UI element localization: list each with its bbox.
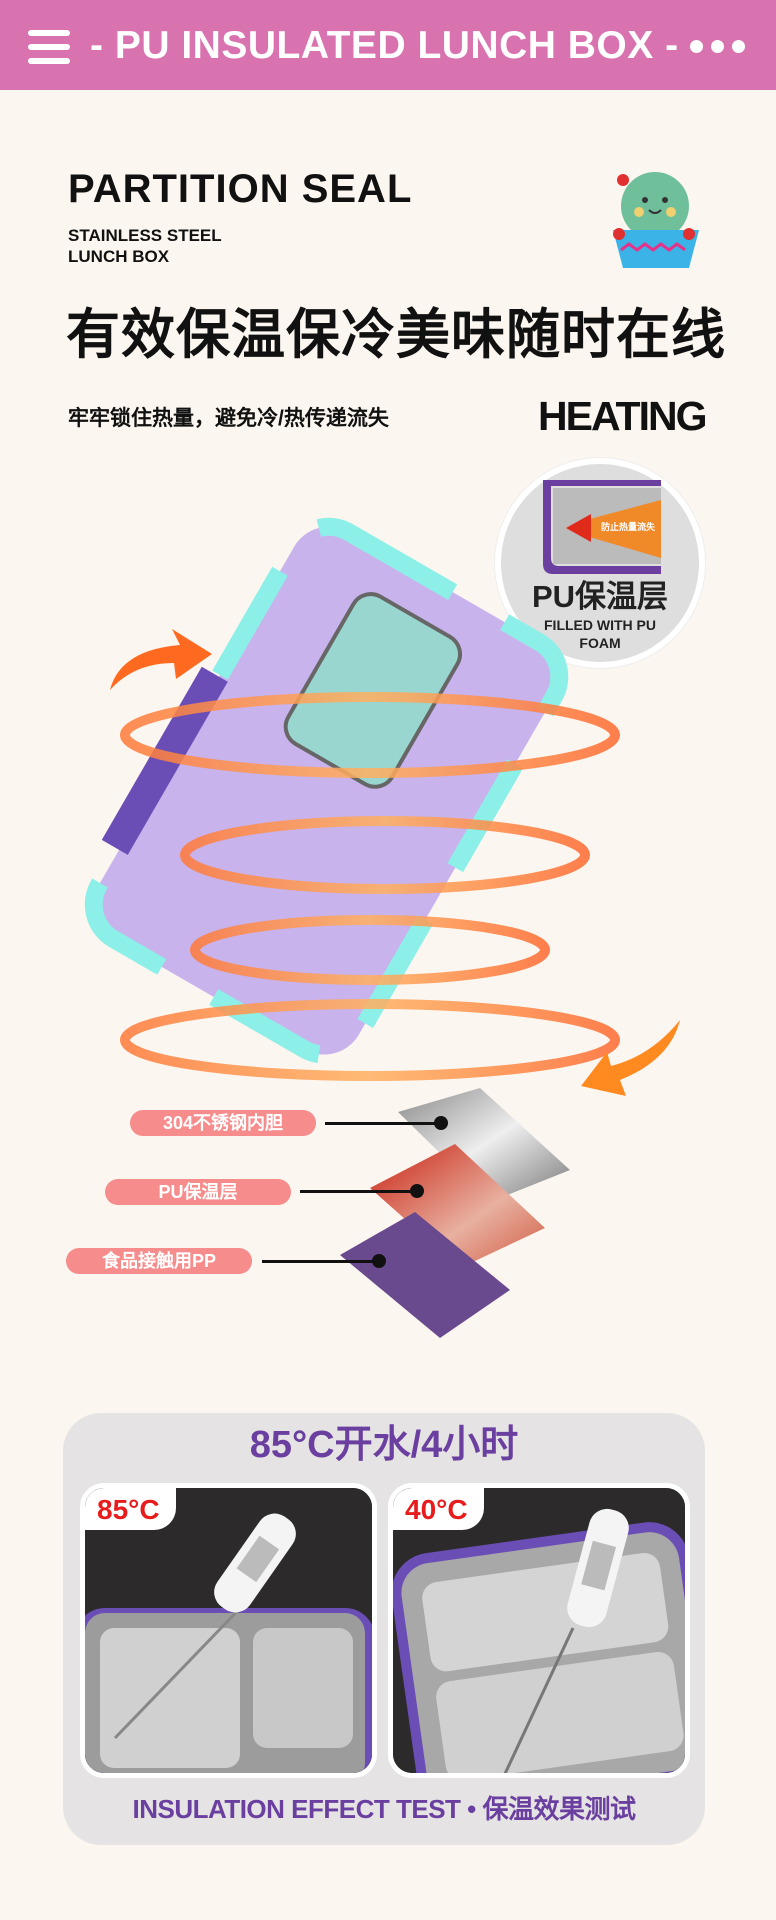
heating-label: HEATING — [538, 393, 707, 439]
test-caption: INSULATION EFFECT TEST • 保温效果测试 — [132, 1794, 636, 1824]
ellipsis-icon[interactable] — [690, 40, 750, 54]
test-photo-after: 40°C — [388, 1483, 690, 1778]
test-title: 85°C开水/4小时 — [249, 1424, 519, 1466]
leader-dot — [410, 1184, 424, 1198]
badge-title: PU保温层 — [531, 579, 669, 614]
hamburger-icon[interactable] — [28, 30, 72, 66]
leader-dot — [372, 1254, 386, 1268]
leader-dot — [434, 1116, 448, 1130]
insulation-diagram-icon — [543, 480, 661, 574]
leader-line — [262, 1260, 378, 1263]
temperature-tag: 40°C — [393, 1488, 484, 1530]
subheading-line-1: STAINLESS STEEL — [68, 226, 222, 245]
layer-plates-illustration — [340, 1088, 570, 1338]
badge-caption-1: FILLED WITH PU — [544, 617, 656, 633]
leader-line — [300, 1190, 416, 1193]
test-photo-before: 85°C — [80, 1483, 377, 1778]
main-slogan: 有效保温保冷美味随时在线 — [66, 305, 726, 365]
temperature-tag: 85°C — [85, 1488, 176, 1530]
cactus-icon — [613, 172, 699, 268]
lunch-box-illustration — [84, 517, 680, 1096]
section-heading: PARTITION SEAL — [68, 167, 413, 211]
badge-caption-2: FOAM — [579, 635, 621, 651]
page-title: - PU INSULATED LUNCH BOX - — [90, 24, 679, 67]
leader-line — [325, 1122, 440, 1125]
layer-label-pu: PU保温层 — [105, 1179, 291, 1205]
slogan-subtitle: 牢牢锁住热量，避免冷/热传递流失 — [68, 407, 389, 430]
layer-label-steel: 304不锈钢内胆 — [130, 1110, 316, 1136]
layer-label-pp: 食品接触用PP — [66, 1248, 252, 1274]
header-bar: - PU INSULATED LUNCH BOX - — [0, 0, 776, 90]
insulation-test-card: 85°C开水/4小时 85°C 40°C INSULATION EFFECT T… — [63, 1413, 705, 1845]
arrow-text: 防止热量流失 — [601, 522, 656, 532]
pu-foam-badge: 防止热量流失 PU保温层 FILLED WITH PU FOAM — [495, 458, 705, 668]
subheading-line-2: LUNCH BOX — [68, 247, 170, 266]
